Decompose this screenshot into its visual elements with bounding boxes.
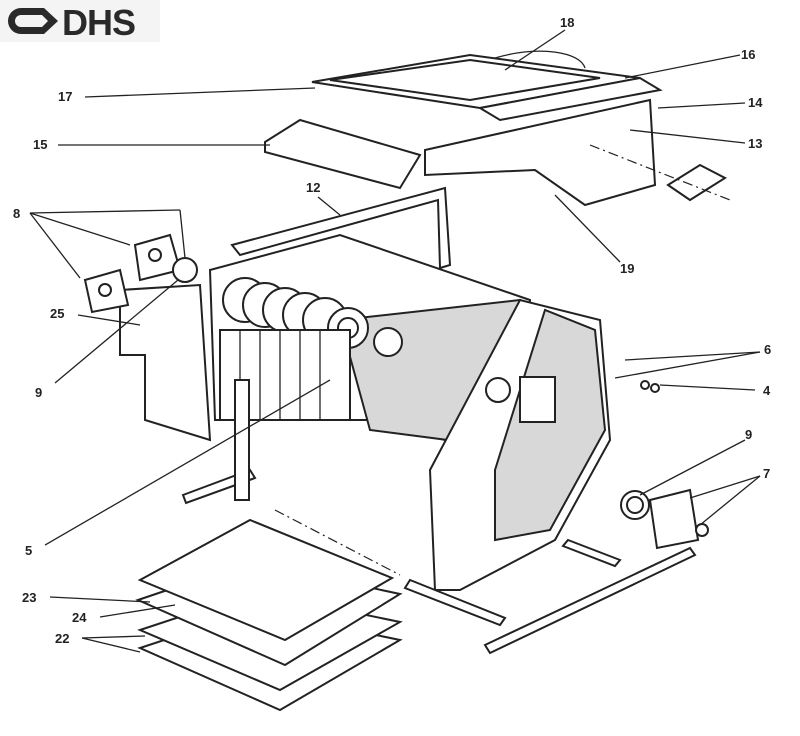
label-8: 8: [13, 206, 20, 221]
flange-8-part: [83, 233, 198, 314]
label-14: 14: [748, 95, 763, 110]
label-7: 7: [763, 466, 770, 481]
label-25: 25: [50, 306, 64, 321]
axis-line: [274, 509, 401, 576]
label-6: 6: [764, 342, 771, 357]
label-16: 16: [741, 47, 755, 62]
base-rails-part: [181, 379, 697, 655]
label-18: 18: [560, 15, 574, 30]
dhs-logo: DHS: [0, 0, 160, 43]
label-13: 13: [748, 136, 762, 151]
top-cover-part: [311, 50, 663, 122]
arrow-logo-icon: [8, 8, 58, 34]
label-9b: 9: [745, 427, 752, 442]
label-12: 12: [306, 180, 320, 195]
label-9a: 9: [35, 385, 42, 400]
label-15: 15: [33, 137, 47, 152]
front-rail-part: [264, 118, 422, 190]
rear-frame-part: [230, 186, 452, 270]
base-plates-part: [135, 518, 403, 712]
left-box-part: [119, 283, 212, 442]
label-23: 23: [22, 590, 36, 605]
label-4: 4: [763, 383, 771, 398]
label-22: 22: [55, 631, 69, 646]
label-5: 5: [25, 543, 32, 558]
logo-text: DHS: [62, 2, 136, 43]
label-17: 17: [58, 89, 72, 104]
right-side-frame-part: [428, 298, 612, 591]
label-19: 19: [620, 261, 634, 276]
rear-panel-part: [424, 98, 731, 207]
leader-lines: [29, 29, 761, 653]
flange-7-part: [620, 380, 709, 550]
label-24: 24: [72, 610, 87, 625]
